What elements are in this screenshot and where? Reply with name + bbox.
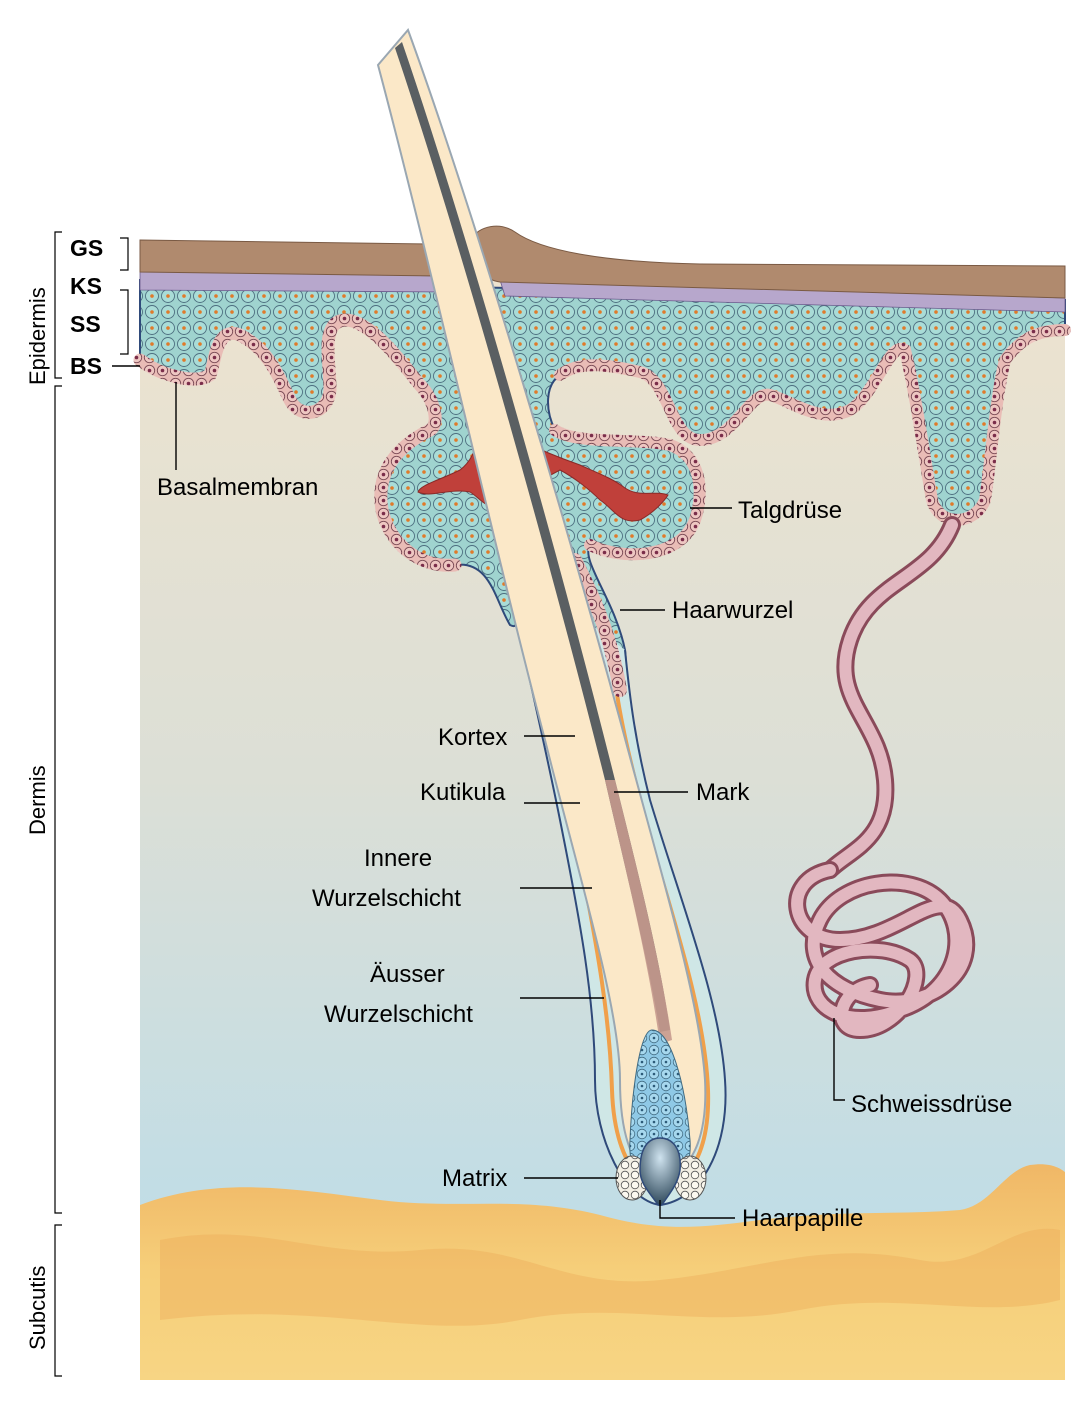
region-label-subcutis: Subcutis (25, 1266, 50, 1350)
region-label-dermis: Dermis (25, 765, 50, 835)
label-schweissdruese: Schweissdrüse (851, 1091, 1012, 1118)
label-aeusser-line2: Wurzelschicht (324, 1001, 473, 1028)
subcutis-shading (160, 1228, 1060, 1326)
label-aeusser-line1: Äusser (370, 961, 445, 988)
region-brackets (54, 231, 129, 1377)
label-kortex: Kortex (438, 724, 507, 751)
label-haarwurzel: Haarwurzel (672, 597, 793, 624)
label-mark: Mark (696, 779, 750, 806)
layer-label-ss: SS (70, 311, 101, 337)
hair-papilla (639, 1137, 681, 1206)
label-haarpapille: Haarpapille (742, 1205, 863, 1232)
layer-label-ks: KS (70, 273, 102, 299)
sebaceous-gland-outline (549, 424, 706, 561)
layer-label-gs: GS (70, 235, 103, 261)
sweat-duct-inner (824, 519, 958, 876)
hair-medulla-lower (605, 780, 672, 1044)
label-kutikula: Kutikula (420, 779, 506, 806)
label-talgdruese: Talgdrüse (738, 497, 842, 524)
label-innere-line1: Innere (364, 845, 432, 872)
sweat-gland-coil (788, 861, 976, 1040)
subcutis-fat (140, 1164, 1065, 1380)
basal-cell-row-right (554, 324, 1071, 526)
label-basalmembran: Basalmembran (157, 474, 318, 501)
region-label-epidermis: Epidermis (25, 287, 50, 385)
basal-cell-row (133, 313, 462, 572)
label-matrix: Matrix (442, 1165, 507, 1192)
root-sheath-cells (568, 553, 627, 697)
leader-haarpapille (659, 1200, 735, 1219)
leader-schweissdruese (833, 1018, 845, 1101)
layer-label-bs: BS (70, 353, 102, 379)
label-innere-line2: Wurzelschicht (312, 885, 461, 912)
